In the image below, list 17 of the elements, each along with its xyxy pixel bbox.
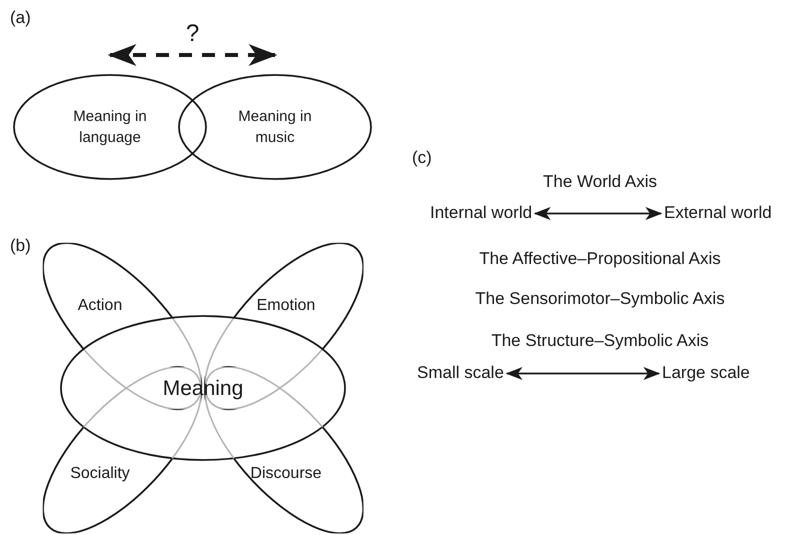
axis-title: The World Axis [542,172,657,191]
ellipse-label: Emotion [256,296,316,316]
axis-title: The Sensorimotor–Symbolic Axis [475,289,725,308]
panel-label: (a) [10,8,31,27]
ellipse-label: Discourse [250,464,322,484]
ellipse-label: Meaning in language [72,107,148,148]
ellipse-label: Meaning in music [237,107,313,148]
ellipse-label: Sociality [70,464,130,484]
axis-title: The Structure–Symbolic Axis [491,331,709,350]
axis-end-label: Internal world [430,203,532,222]
ellipse-label: Action [78,296,122,316]
axis-end-label: External world [664,203,772,222]
axis-title: The Affective–Propositional Axis [479,249,721,268]
axis-end-label: Large scale [662,363,750,382]
panel-label: (c) [412,148,432,167]
axis-end-label: Small scale [417,363,504,382]
panel-label: (b) [10,236,31,255]
